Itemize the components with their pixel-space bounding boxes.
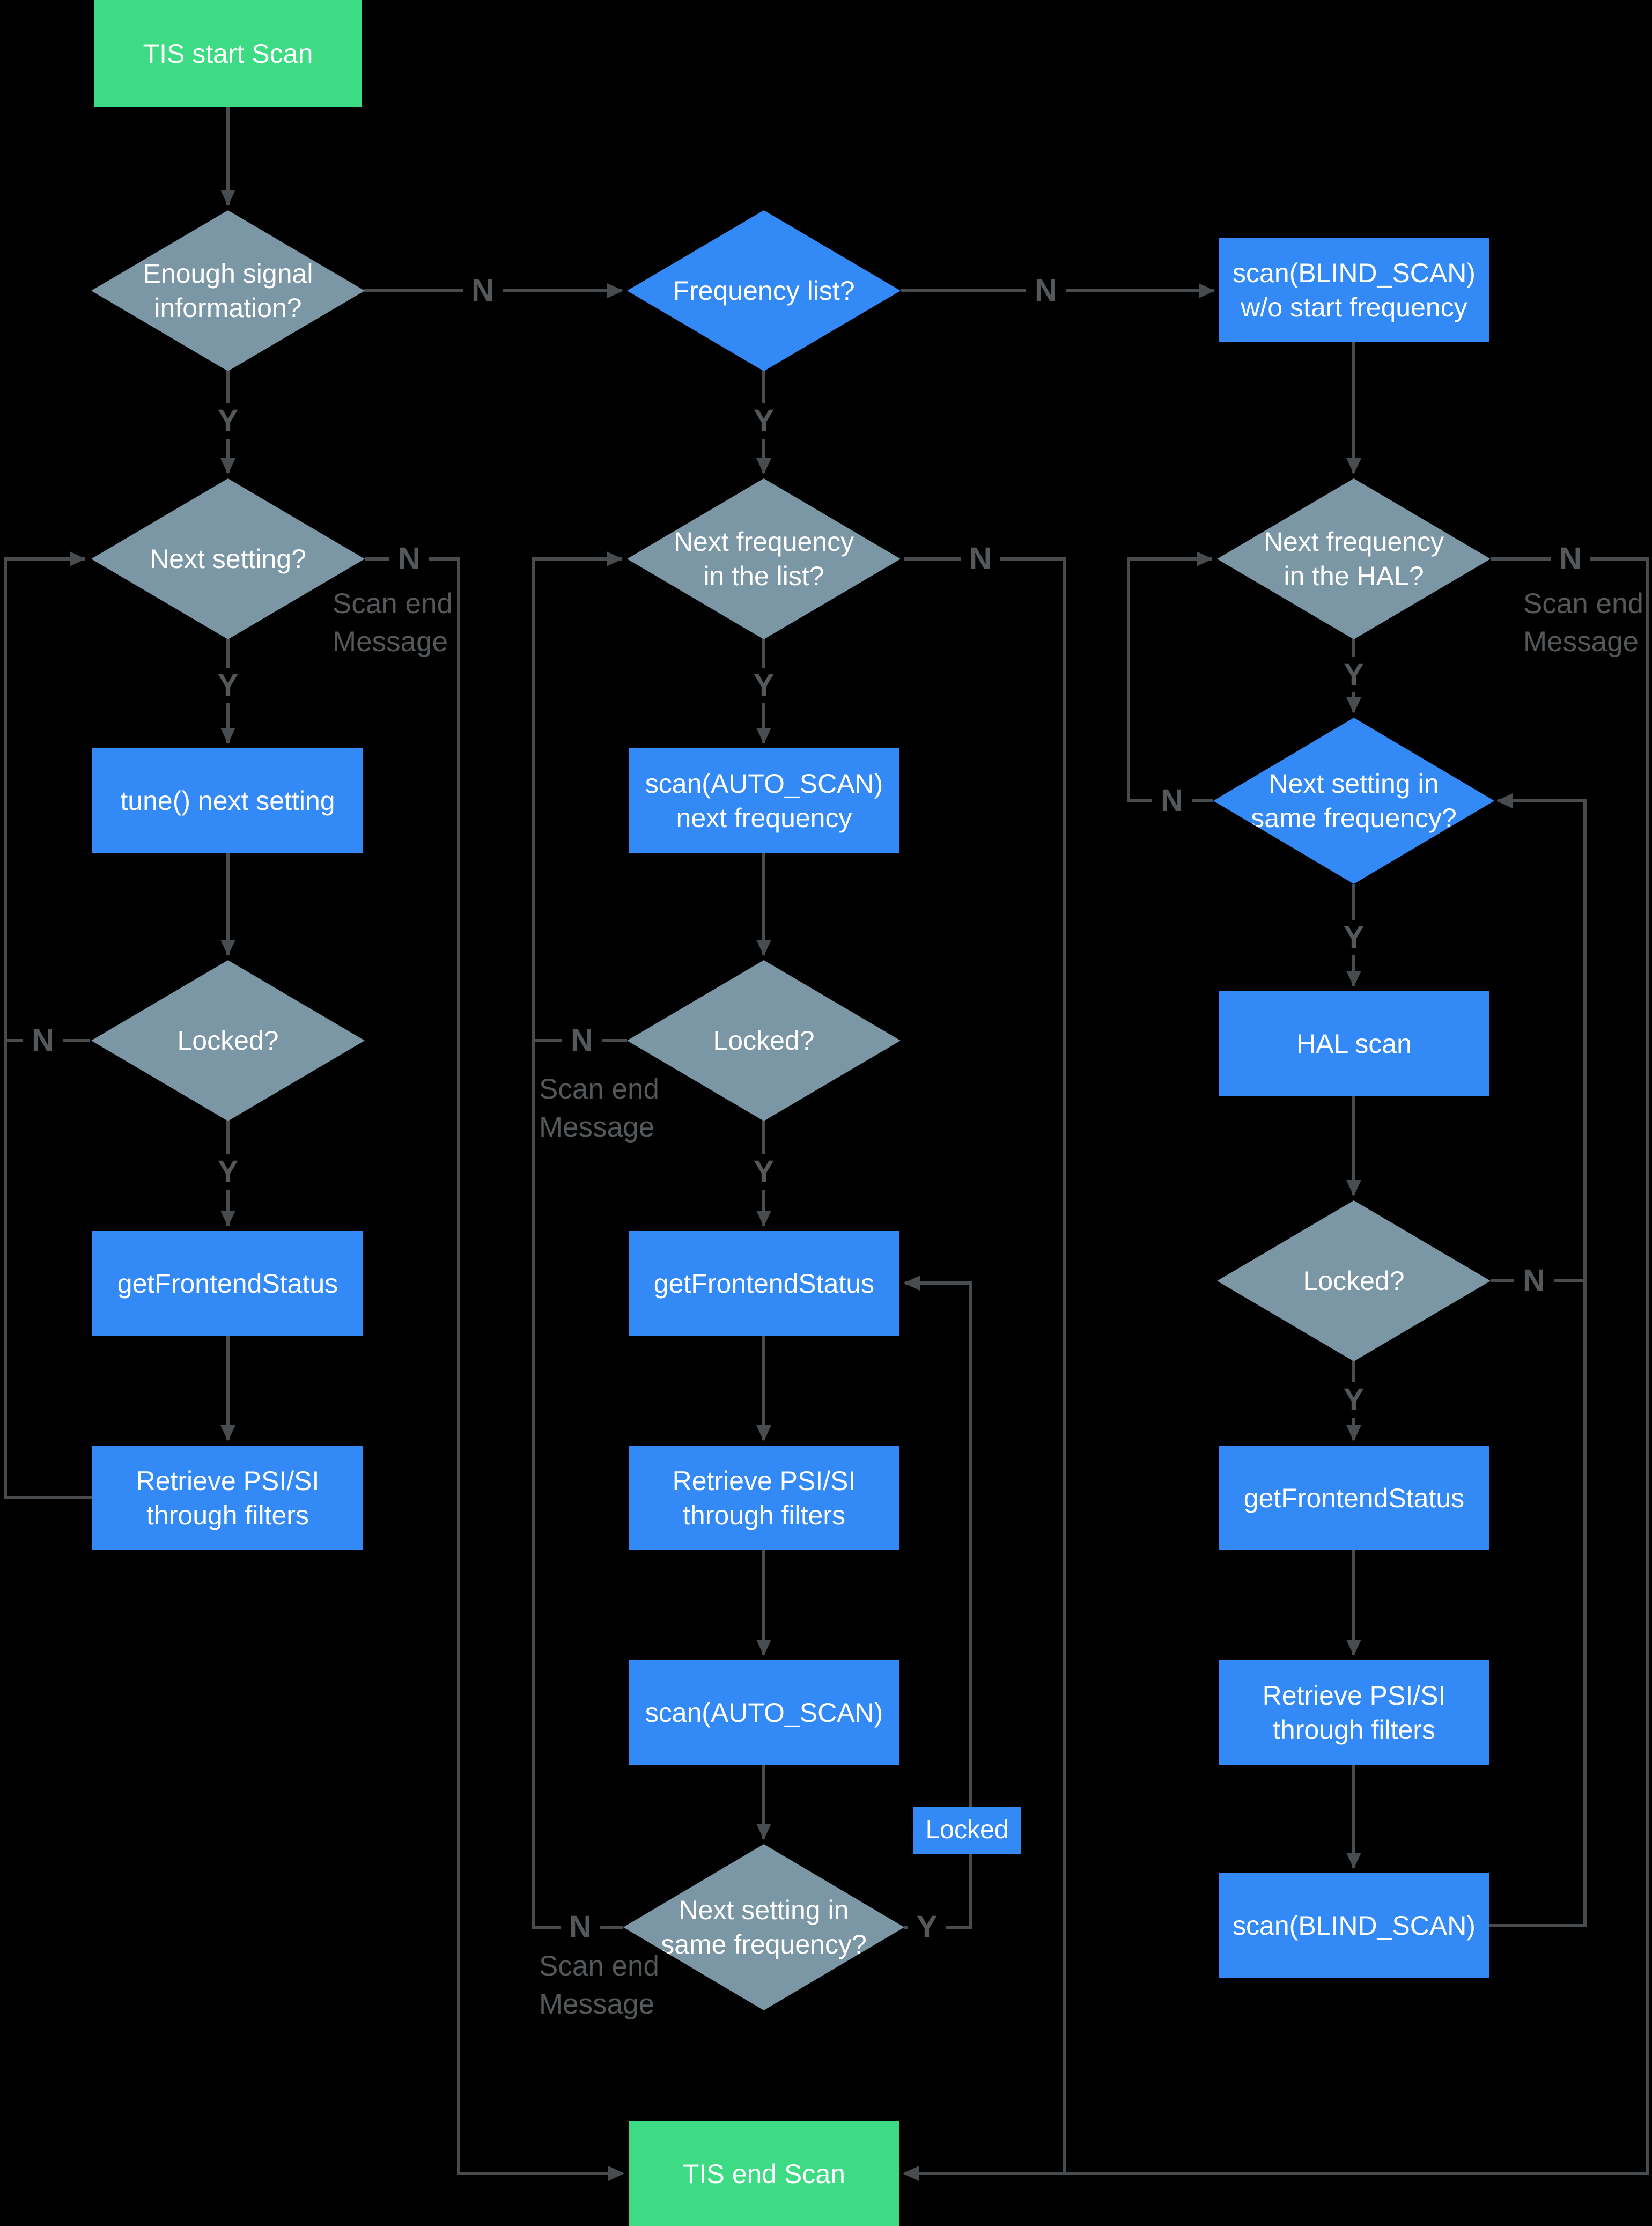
edge-label-hal-no: N: [1551, 541, 1590, 577]
node-label: TIS end Scan: [683, 2158, 845, 2189]
node-label: HAL scan: [1296, 1028, 1412, 1059]
annotation-scan-end-nextsetting: Scan end Message: [333, 588, 453, 658]
node-scan-blind: scan(BLIND_SCAN): [1219, 1873, 1489, 1978]
edge-nextfreqlist-no-to-end: [904, 557, 1066, 2173]
node-label: scan(BLIND_SCAN): [1233, 1910, 1476, 1941]
node-get-frontend-status-1: getFrontendStatus: [92, 1231, 363, 1336]
node-label: Retrieve PSI/SI through filters: [1262, 1680, 1446, 1745]
node-tis-end: TIS end Scan: [629, 2121, 899, 2226]
edge-label-locked1-yes: Y: [209, 1154, 247, 1190]
edge-same2-no-loop-to-nextfreqlist: [532, 551, 623, 1929]
node-label: Enough signal information?: [143, 259, 313, 323]
edge-label-enough-no: N: [463, 273, 503, 308]
edge-label-freqlist-yes: Y: [744, 403, 783, 439]
node-label: Next frequency in the HAL?: [1263, 527, 1444, 591]
edge-label-locked3-yes: Y: [1334, 1382, 1373, 1418]
node-label: tune() next setting: [120, 785, 335, 816]
node-label: TIS start Scan: [143, 39, 313, 69]
node-label: getFrontendStatus: [653, 1268, 875, 1299]
node-scan-auto: scan(AUTO_SCAN): [629, 1660, 899, 1765]
node-get-frontend-status-3: getFrontendStatus: [1219, 1446, 1489, 1550]
node-hal-scan: HAL scan: [1219, 991, 1489, 1096]
node-retrieve-psi-si-3: Retrieve PSI/SI through filters: [1219, 1660, 1489, 1765]
node-label: scan(AUTO_SCAN): [645, 1697, 883, 1728]
edge-label-samehal-no: N: [1152, 783, 1192, 819]
edge-label-locked3-no: N: [1514, 1263, 1554, 1299]
edge-label-nextsetting-yes: Y: [209, 668, 247, 703]
node-locked-tag: Locked: [913, 1807, 1021, 1854]
node-tis-start: TIS start Scan: [94, 0, 362, 107]
node-label: scan(BLIND_SCAN) w/o start frequency: [1233, 257, 1476, 322]
node-label: getFrontendStatus: [1243, 1483, 1465, 1513]
node-scan-blind-wo-start: scan(BLIND_SCAN) w/o start frequency: [1219, 238, 1489, 342]
annotation-scan-end-hal: Scan end Message: [1523, 588, 1643, 658]
node-label: Retrieve PSI/SI through filters: [672, 1465, 856, 1530]
node-label: Next setting in same frequency?: [661, 1895, 867, 1959]
node-retrieve-psi-si-2: Retrieve PSI/SI through filters: [629, 1446, 899, 1550]
node-label: Next frequency in the list?: [673, 527, 854, 591]
edge-psi1-loop-to-nextsetting: [4, 551, 92, 1499]
node-label: Frequency list?: [673, 276, 855, 306]
edge-label-samehal-yes: Y: [1334, 920, 1373, 955]
node-label: Locked?: [713, 1026, 815, 1056]
node-label: Locked?: [1303, 1266, 1405, 1296]
node-label: Locked: [925, 1816, 1009, 1845]
edge-label-hal-yes: Y: [1334, 657, 1373, 692]
node-label: Locked?: [177, 1026, 279, 1056]
node-label: scan(AUTO_SCAN) next frequency: [645, 768, 883, 833]
edge-label-locked2-yes: Y: [744, 1154, 783, 1190]
edge-samehal-no-loop-to-hal: [1127, 551, 1213, 802]
edge-label-freqlist-no: N: [1026, 273, 1066, 308]
edge-label-same2-yes: Y: [908, 1910, 946, 1945]
node-label: Retrieve PSI/SI through filters: [136, 1465, 320, 1530]
annotation-scan-end-same2: Scan end Message: [539, 1950, 659, 2021]
node-tune-next-setting: tune() next setting: [92, 748, 363, 853]
annotation-scan-end-locked2: Scan end Message: [539, 1073, 659, 1144]
node-retrieve-psi-si-1: Retrieve PSI/SI through filters: [92, 1446, 363, 1550]
edge-label-enough-yes: Y: [209, 403, 247, 439]
edge-label-locked1-no: N: [23, 1023, 63, 1058]
node-label: Next setting in same frequency?: [1251, 769, 1457, 833]
node-label: Next setting?: [150, 544, 306, 574]
edge-label-locked2-no: N: [562, 1023, 602, 1058]
node-scan-auto-next-freq: scan(AUTO_SCAN) next frequency: [629, 748, 899, 853]
edge-label-nextfreqlist-no: N: [961, 541, 1000, 577]
edge-label-nextfreqlist-yes: Y: [744, 668, 783, 703]
node-get-frontend-status-2: getFrontendStatus: [629, 1231, 899, 1336]
node-label: getFrontendStatus: [117, 1268, 338, 1299]
edge-label-nextsetting-no: N: [389, 541, 429, 577]
edge-blind2-loop-to-samehal: [1489, 793, 1587, 1927]
edge-label-same2-no: N: [560, 1910, 600, 1945]
